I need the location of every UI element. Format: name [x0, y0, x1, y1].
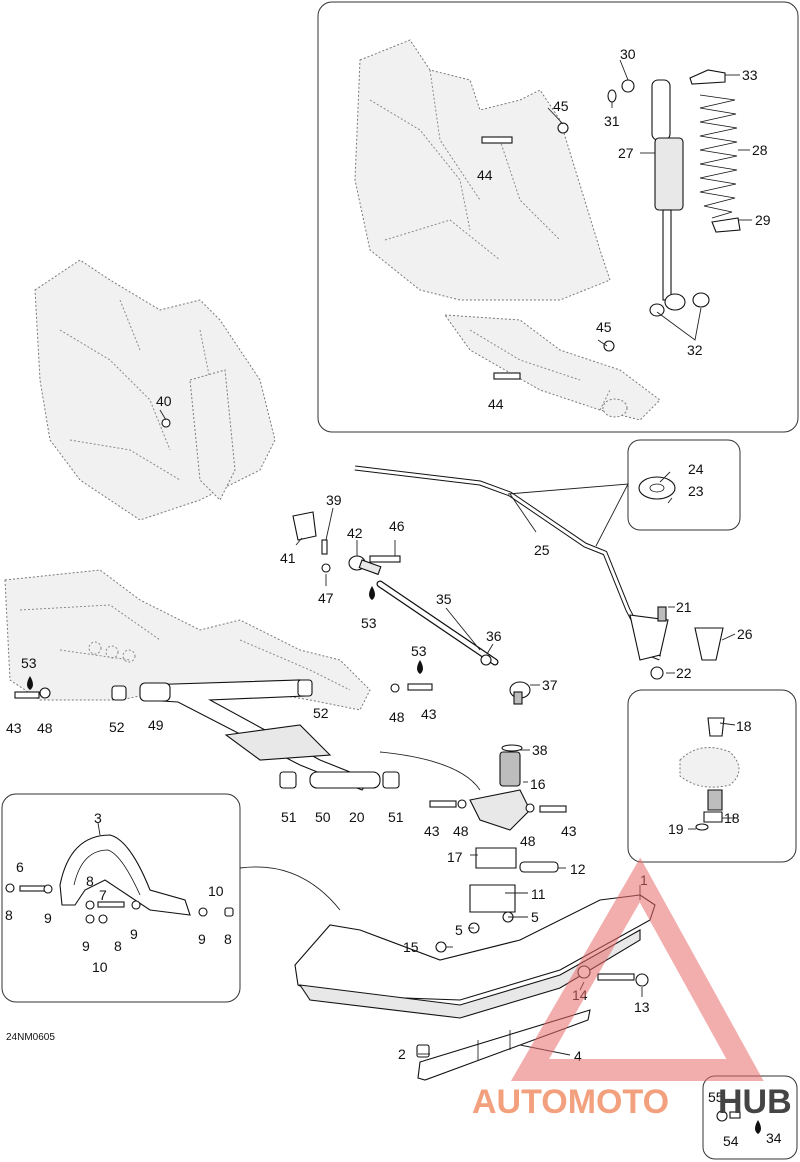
callout-9b: 9 [82, 938, 90, 954]
callout-19: 19 [668, 821, 684, 837]
callout-44a: 44 [477, 167, 493, 183]
callout-18b: 18 [724, 810, 740, 826]
handle-detail-box [1, 793, 241, 1003]
callout-26: 26 [737, 626, 753, 642]
callout-2: 2 [398, 1046, 406, 1062]
callout-12: 12 [570, 861, 586, 877]
shock-detail-box [317, 1, 799, 433]
callout-8a: 8 [5, 907, 13, 923]
callout-40: 40 [156, 393, 172, 409]
callout-44b: 44 [488, 396, 504, 412]
ski-handle [59, 834, 191, 916]
a-arm [139, 679, 381, 791]
callout-8d: 8 [224, 931, 232, 947]
callout-8b: 8 [86, 873, 94, 889]
callout-8c: 8 [114, 938, 122, 954]
chassis-ghost-upper [354, 39, 661, 421]
callout-5a: 5 [455, 922, 463, 938]
callout-38: 38 [532, 742, 548, 758]
callout-46: 46 [389, 518, 405, 534]
leader-lines [97, 59, 752, 1056]
callout-9c: 9 [130, 926, 138, 942]
bushing-assembly [679, 717, 740, 831]
callout-6: 6 [16, 859, 24, 875]
callout-48d: 48 [520, 833, 536, 849]
callout-33: 33 [742, 67, 758, 83]
callout-47: 47 [318, 590, 334, 606]
callout-31: 31 [604, 113, 620, 129]
callout-52b: 52 [313, 705, 329, 721]
callout-23: 23 [688, 483, 704, 499]
callout-30: 30 [620, 46, 636, 62]
sway-bar [354, 465, 724, 661]
callout-37: 37 [542, 677, 558, 693]
callout-35: 35 [436, 591, 452, 607]
diagram-code: 24NM0605 [6, 1032, 55, 1043]
callout-34: 34 [766, 1130, 782, 1146]
callout-43a: 43 [6, 720, 22, 736]
callout-9a: 9 [44, 910, 52, 926]
callout-10b: 10 [92, 959, 108, 975]
callout-41: 41 [280, 550, 296, 566]
callout-42: 42 [347, 525, 363, 541]
watermark-suffix: HUB [718, 1083, 792, 1121]
callout-27: 27 [618, 145, 634, 161]
callout-5b: 5 [531, 909, 539, 925]
callout-15: 15 [403, 939, 419, 955]
coil-spring [689, 69, 741, 233]
spindle [469, 751, 559, 913]
callout-48a: 48 [37, 720, 53, 736]
callout-11: 11 [531, 886, 546, 902]
callout-45a: 45 [553, 98, 569, 114]
pivot-hardware [716, 1110, 741, 1122]
callout-39: 39 [326, 492, 342, 508]
callout-51a: 51 [281, 809, 297, 825]
callout-29: 29 [755, 212, 771, 228]
bushing-detail-box [627, 689, 797, 863]
chassis-ghost-main [34, 259, 276, 521]
callout-49: 49 [148, 717, 164, 733]
callout-labels: 1 2 3 4 5 5 6 7 8 8 8 8 9 9 9 9 10 10 11… [5, 46, 782, 1149]
callout-22: 22 [676, 665, 692, 681]
lubricant-drop-icon [27, 586, 761, 1134]
callout-43b: 43 [421, 706, 437, 722]
shock-absorber [607, 79, 710, 317]
callout-54: 54 [723, 1133, 739, 1149]
callout-17: 17 [447, 849, 463, 865]
callout-16: 16 [530, 776, 546, 792]
callout-32: 32 [687, 342, 703, 358]
callout-24: 24 [688, 461, 704, 477]
callout-51b: 51 [388, 809, 404, 825]
callout-4: 4 [574, 1048, 582, 1064]
callout-48c: 48 [453, 823, 469, 839]
callout-52a: 52 [109, 719, 125, 735]
callout-55: 55 [708, 1089, 724, 1105]
callout-20: 20 [349, 809, 365, 825]
callout-53c: 53 [411, 643, 427, 659]
callout-50: 50 [315, 809, 331, 825]
callout-43d: 43 [561, 823, 577, 839]
callout-53a: 53 [21, 655, 37, 671]
callout-36: 36 [486, 628, 502, 644]
callout-13: 13 [634, 999, 650, 1015]
front-frame-ghost [4, 569, 371, 711]
callout-3: 3 [94, 810, 102, 826]
callout-10a: 10 [208, 883, 224, 899]
callout-18a: 18 [736, 718, 752, 734]
watermark-prefix: AUTOMOTO [472, 1083, 669, 1121]
watermark: AUTOMOTO HUB [472, 857, 792, 1121]
callout-7: 7 [99, 887, 107, 903]
callout-45b: 45 [596, 319, 612, 335]
callout-25: 25 [534, 542, 550, 558]
callout-21: 21 [676, 599, 692, 615]
callout-28: 28 [752, 142, 768, 158]
plate-detail-box [627, 439, 741, 531]
callout-53b: 53 [361, 615, 377, 631]
callout-9d: 9 [198, 931, 206, 947]
callout-43c: 43 [424, 823, 440, 839]
callout-48b: 48 [389, 709, 405, 725]
